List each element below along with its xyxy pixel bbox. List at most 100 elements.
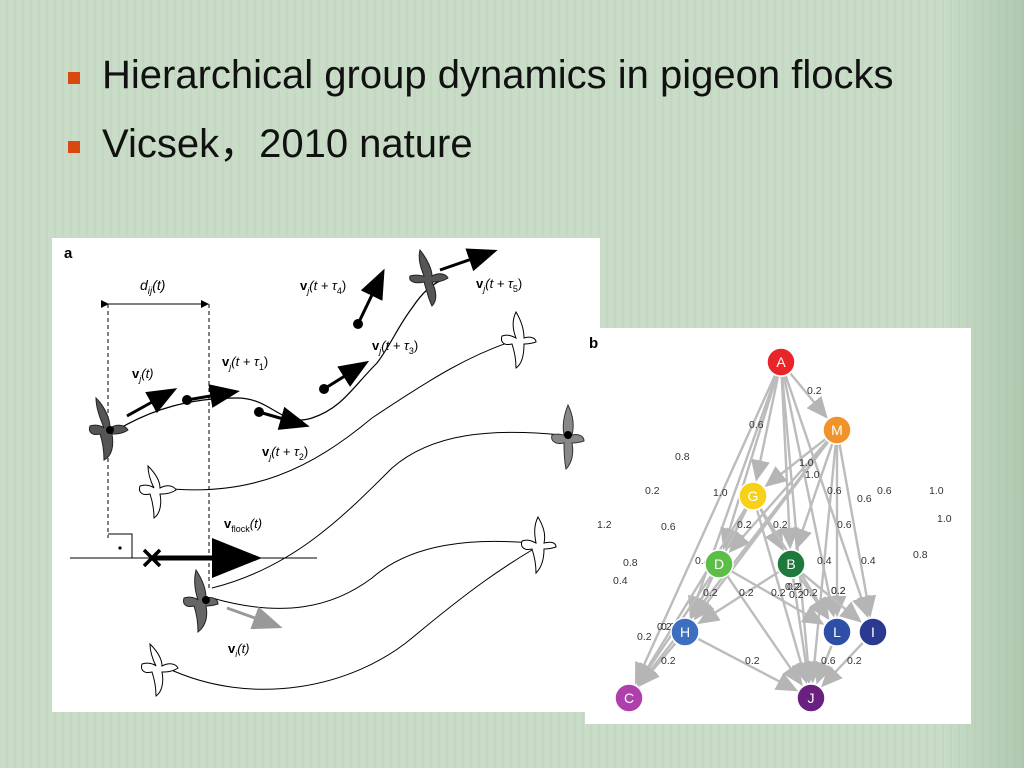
edge-weight-label: 0.2 [831, 585, 846, 597]
pigeon-outline-icon [141, 642, 179, 697]
bullet-item-title: Hierarchical group dynamics in pigeon fl… [62, 52, 962, 99]
edge-weight-label: 0.8 [623, 557, 638, 569]
edge-weight-label: 0.4 [861, 555, 876, 567]
graph-edge-A-I [784, 375, 871, 619]
bullet-item-citation: Vicsek，2010 nature [62, 121, 962, 168]
edge-weight-label: 0.2 [739, 587, 754, 599]
trajectory [166, 549, 533, 690]
bullet-list: Hierarchical group dynamics in pigeon fl… [62, 52, 962, 190]
pigeon-dark-icon [183, 568, 219, 634]
edge-weight-label: 0.2 [771, 587, 786, 599]
edge-weight-label: 0.2 [703, 587, 718, 599]
graph-edge-H-C [638, 642, 677, 687]
graph-edge-M-G [764, 438, 826, 487]
edge-weight-label: 0.2 [737, 519, 752, 531]
pigeon-grey-icon [551, 403, 585, 471]
edge-weight-label: 0.6 [661, 521, 676, 533]
pigeon-outline-icon [501, 310, 537, 369]
edge-weight-label: 1.0 [799, 457, 814, 469]
graph-edge-M-D [728, 440, 828, 554]
vflock-label: vflock(t) [224, 516, 262, 534]
graph-node-label: I [871, 624, 875, 640]
graph-edge-B-I [801, 572, 862, 623]
graph-node-H [670, 617, 700, 647]
graph-edge-G-J [755, 510, 811, 684]
graph-edge-D-H [691, 576, 714, 619]
right-angle-mark [108, 533, 133, 558]
edge-weight-label: 1.0 [937, 513, 952, 525]
edge-weight-label: 0.2 [831, 585, 846, 597]
graph-edge-G-C [636, 508, 747, 686]
graph-node-label: H [680, 624, 690, 640]
bullet-square-icon [68, 141, 80, 153]
edge-weight-label: 0.2 [847, 655, 862, 667]
edge-weight-label: 0.2 [773, 519, 788, 531]
graph-edge-B-J [792, 578, 816, 684]
pigeon-outline-icon [521, 515, 557, 575]
panel-letter: a [64, 245, 73, 262]
panel-letter: b [589, 335, 598, 352]
pigeon-trajectory-diagram: a dij(t) vj(t) vj(t + τ1) vj(t + τ2) vj(… [64, 245, 585, 697]
graph-edge-D-L [731, 570, 825, 625]
vi-arrow [226, 606, 283, 630]
graph-node-L [822, 617, 852, 647]
cross-mark-icon [142, 548, 162, 568]
graph-edge-M-B [793, 443, 834, 551]
velocity-arrow [126, 388, 178, 418]
graph-edge-A-M [789, 372, 828, 419]
dij-label: dij(t) [140, 277, 165, 297]
vj-tau5-label: vj(t + τ5) [476, 276, 522, 294]
graph-node-label: L [833, 624, 841, 640]
edge-weight-label: 1.0 [805, 469, 820, 481]
edge-weight-label: 0.2 [789, 589, 804, 601]
graph-edge-H-J [697, 637, 799, 692]
graph-node-A [766, 347, 796, 377]
vj-t-label: vj(t) [132, 366, 154, 384]
graph-node-B [776, 549, 806, 579]
velocity-arrow [186, 384, 240, 408]
edge-weight-label: 0.2 [785, 581, 800, 593]
graph-node-J [796, 683, 826, 713]
edge-weight-label: 0.8 [675, 451, 690, 463]
graph-node-M [822, 415, 852, 445]
edge-weight-label: 0.6 [837, 519, 852, 531]
graph-edge-A-C [634, 375, 776, 685]
bullet-text: Hierarchical group dynamics in pigeon fl… [102, 53, 894, 97]
pigeon-dark-icon [89, 396, 129, 461]
graph-node-label: B [786, 556, 795, 572]
bullet-text: Vicsek，2010 nature [102, 122, 473, 166]
edge-weight-label: 1.2 [597, 519, 612, 531]
velocity-arrow [439, 248, 498, 272]
edge-weight-label: 0.2 [787, 581, 802, 593]
edge-weight-label: 0.2 [645, 485, 660, 497]
edge-weight-label: 0.4 [613, 575, 628, 587]
trajectory [161, 337, 523, 491]
graph-node-label: J [808, 690, 815, 706]
edge-weight-label: 0.4 [817, 555, 832, 567]
graph-edge-A-L [782, 376, 840, 618]
trajectory [211, 540, 533, 609]
graph-edge-I-J [820, 642, 864, 688]
graph-edge-M-J [804, 444, 837, 684]
velocity-arrow [258, 406, 310, 430]
graph-edge-A-D [720, 375, 778, 551]
graph-edge-L-J [815, 645, 834, 685]
vj-tau3-label: vj(t + τ3) [372, 338, 418, 356]
trajectory [211, 431, 563, 589]
edge-weight-label: 0.6 [827, 485, 842, 497]
edge-weight-label: 0.2 [745, 655, 760, 667]
edge-weight-label: 1.0 [713, 487, 728, 499]
pigeon-outline-icon [139, 464, 177, 519]
graph-edge-B-H [697, 571, 780, 625]
vj-tau4-label: vj(t + τ4) [300, 278, 346, 296]
trajectory-j [111, 277, 448, 434]
pigeon-dark-icon [409, 248, 449, 307]
edge-weight-label: 0.6 [877, 485, 892, 497]
velocity-arrow [323, 360, 370, 391]
graph-node-label: D [714, 556, 724, 572]
graph-edge-M-I [838, 444, 877, 618]
